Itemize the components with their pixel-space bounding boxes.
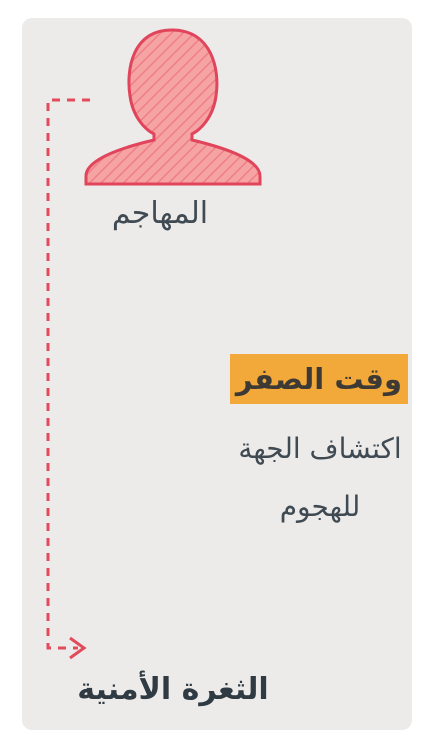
attack-path-arrowhead-icon [69,636,87,660]
vulnerability-label: الثغرة الأمنية [77,672,269,707]
attacker-icon [84,28,262,186]
zero-time-label: وقت الصفر [230,354,408,404]
attack-discovery-label: اكتشاف الجهة للهجوم [238,432,402,523]
attack-path-dashed-line [46,98,90,650]
attacker-label: المهاجم [111,196,209,231]
